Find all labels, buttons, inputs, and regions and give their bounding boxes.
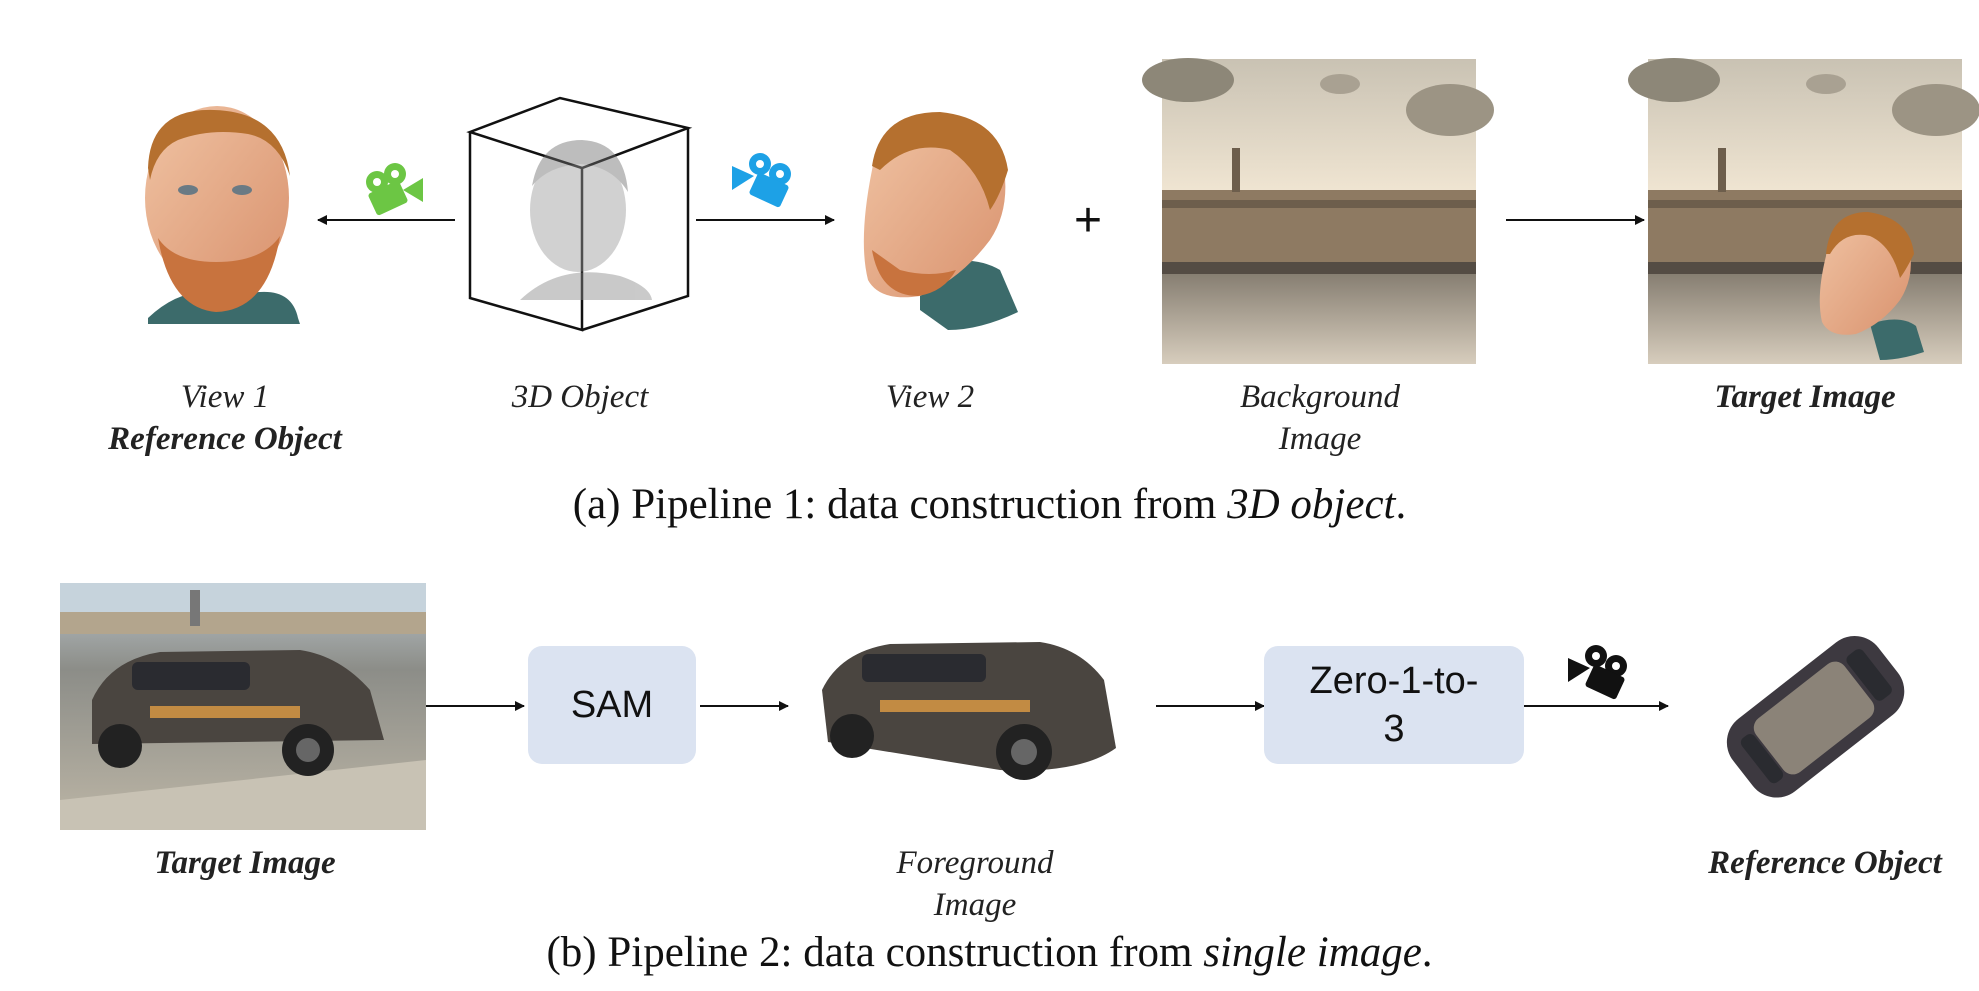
target-caption-2: Target Image — [110, 842, 380, 884]
camera-icon-black — [1568, 645, 1627, 700]
plus-sign: + — [1074, 194, 1102, 247]
zero123-label-line2: 3 — [1383, 708, 1405, 750]
pipeline2-caption-prefix: (b) Pipeline 2: data construction from — [546, 929, 1204, 976]
foreground-car-image — [822, 642, 1116, 780]
background-label-line2: Image — [1278, 421, 1362, 457]
target-image-1 — [1628, 58, 1979, 364]
pipeline2-caption-suffix: . — [1421, 929, 1433, 976]
sam-box: SAM — [528, 646, 696, 764]
reference-caption-2: Reference Object — [1680, 842, 1970, 884]
target-image-2 — [60, 583, 426, 830]
foreground-caption: Foreground Image — [850, 842, 1100, 926]
camera-icon-blue — [732, 153, 791, 208]
object-label: 3D Object — [511, 379, 649, 415]
foreground-label-line2: Image — [933, 887, 1017, 923]
background-label-line1: Background — [1239, 379, 1401, 415]
pipeline2-caption: (b) Pipeline 2: data construction from s… — [0, 928, 1979, 978]
object-caption: 3D Object — [470, 376, 690, 418]
view1-caption: View 1 Reference Object — [90, 376, 360, 460]
pipeline2-caption-italic: single image — [1203, 929, 1422, 976]
target-image-label-2: Target Image — [154, 845, 336, 881]
reference-car-image — [1726, 635, 1905, 798]
view1-label: View 1 — [180, 379, 270, 415]
pipeline1-caption-prefix: (a) Pipeline 1: data construction from — [572, 481, 1228, 528]
reference-object-label-1: Reference Object — [108, 421, 342, 457]
target-image-label-1: Target Image — [1714, 379, 1896, 415]
background-caption: Background Image — [1190, 376, 1450, 460]
camera-icon-green — [366, 163, 423, 216]
zero123-label-line1: Zero-1-to- — [1309, 660, 1479, 702]
foreground-label-line1: Foreground — [896, 845, 1054, 881]
pipeline1-caption-suffix: . — [1395, 481, 1407, 528]
pipeline1-caption: (a) Pipeline 1: data construction from 3… — [0, 480, 1979, 530]
sam-label: SAM — [570, 684, 654, 726]
view1-face-image — [145, 106, 300, 324]
pipeline1-caption-italic: 3D object — [1227, 481, 1396, 528]
background-image — [1142, 58, 1494, 364]
target-caption-1: Target Image — [1680, 376, 1930, 418]
zero123-box: Zero-1-to- 3 — [1264, 646, 1524, 764]
view2-face-image — [863, 112, 1018, 330]
cube-icon — [466, 96, 693, 332]
view2-label: View 2 — [885, 379, 975, 415]
reference-object-label-2: Reference Object — [1708, 845, 1942, 881]
view2-caption: View 2 — [840, 376, 1020, 418]
